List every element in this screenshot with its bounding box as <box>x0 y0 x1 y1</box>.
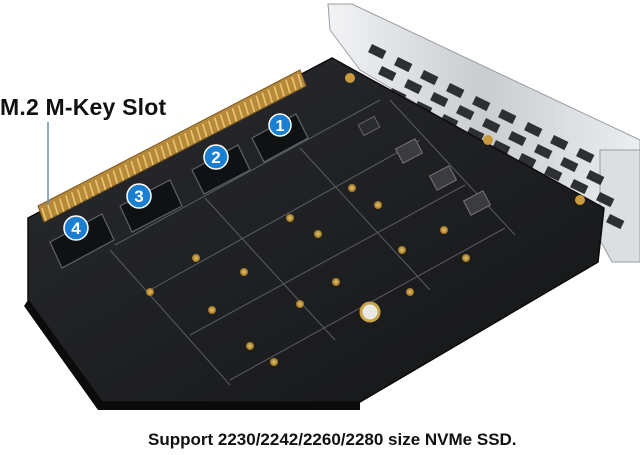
slot-badge-3-text: 3 <box>134 187 143 206</box>
slot-badge-4: 4 <box>63 215 89 241</box>
slot-badge-4-text: 4 <box>71 219 81 238</box>
slot-title: M.2 M-Key Slot <box>0 94 167 120</box>
slot-badge-1: 1 <box>268 113 292 137</box>
m2-connectors <box>49 113 309 269</box>
slot-badge-1-text: 1 <box>276 118 285 135</box>
power-components <box>345 73 585 216</box>
support-caption: Support 2230/2242/2260/2280 size NVMe SS… <box>148 430 517 449</box>
pcie-gold-edge <box>37 69 307 223</box>
slot-badge-2-text: 2 <box>211 148 220 167</box>
slot-badge-3: 3 <box>126 183 152 209</box>
mounting-pads <box>146 184 470 366</box>
slot-badge-2: 2 <box>203 144 229 170</box>
mounting-hole <box>359 301 381 323</box>
